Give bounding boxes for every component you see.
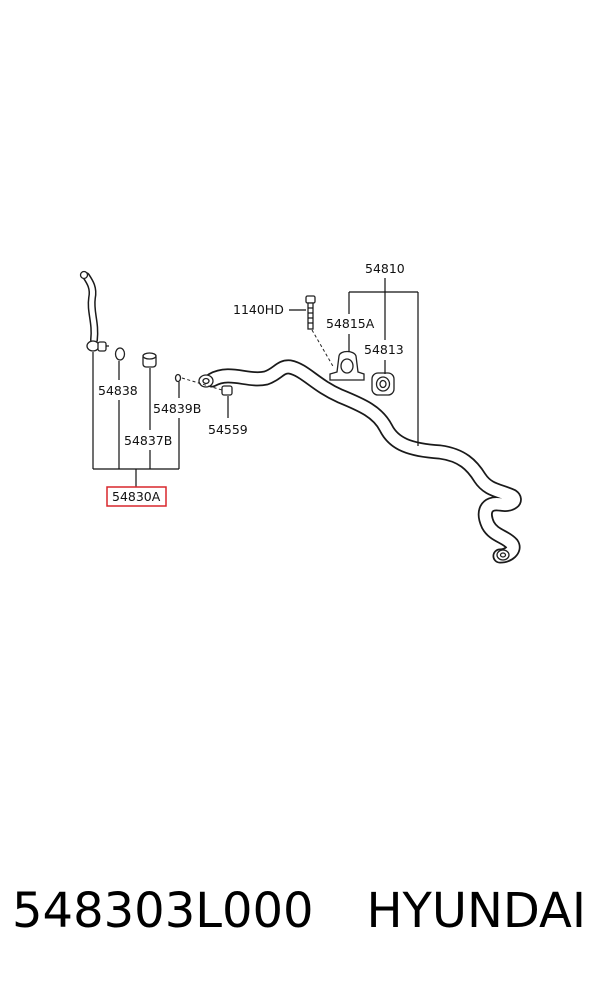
label-1140hd: 1140HD [233,302,284,317]
bushing-54813 [371,372,395,396]
nut-54839b [174,373,182,383]
alignment-dash [181,377,223,391]
footer: 548303L000 HYUNDAI [0,876,600,946]
leader-lines [92,278,419,487]
bolt-dash [311,329,335,369]
label-54810: 54810 [365,261,405,276]
nut-54559 [221,385,233,396]
label-54838: 54838 [98,383,138,398]
label-54559: 54559 [208,422,248,437]
label-54830a: 54830A [112,489,161,504]
part-number: 548303L000 [12,883,314,939]
brand-name: HYUNDAI [366,883,586,939]
label-54837b: 54837B [124,433,172,448]
bushing-54837b [142,352,157,368]
washer-54838 [114,347,126,361]
stabilizer-bar [198,359,522,564]
highlight-box-54830a [106,486,167,507]
bolt-1140hd [305,295,316,330]
label-54815a: 54815A [326,316,375,331]
label-54839b: 54839B [153,401,201,416]
label-54813: 54813 [364,342,404,357]
stabilizer-link [79,270,109,352]
bracket-54815a [329,350,365,381]
